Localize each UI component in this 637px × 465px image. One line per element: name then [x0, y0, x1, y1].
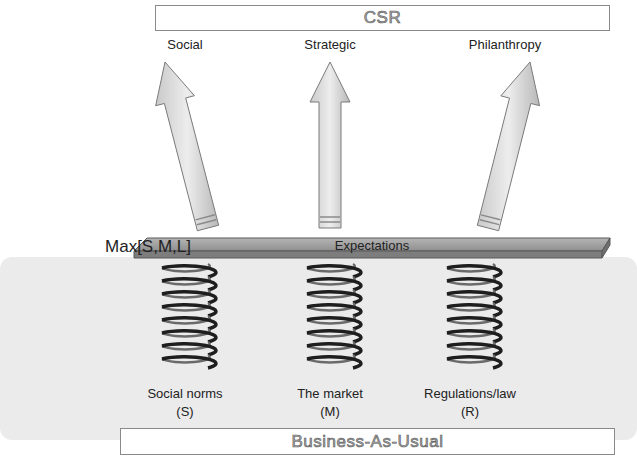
- expectations-platform: Expectations: [133, 237, 611, 258]
- spring-symbol: [162, 264, 216, 368]
- spring-label: The market: [297, 386, 363, 401]
- node-text: Business-As-Usual: [291, 432, 443, 452]
- category-label: Social: [167, 37, 202, 52]
- base-box: Business-As-Usual: [120, 428, 615, 455]
- spring-label: Social norms: [147, 386, 222, 401]
- symbol-label: (M): [320, 404, 340, 419]
- arrow-stripe: [480, 215, 501, 225]
- node-text: CSR: [364, 8, 401, 28]
- max-formula: Max[S,M,L]: [105, 237, 191, 257]
- symbol-label: (R): [461, 404, 479, 419]
- shaded-region: [0, 257, 637, 440]
- block-arrow: [477, 62, 539, 231]
- spring-symbol: [447, 264, 501, 368]
- block-arrow: [156, 62, 219, 231]
- title-box: CSR: [155, 5, 610, 31]
- arrow-stripe: [320, 217, 340, 222]
- category-label: Philanthropy: [469, 37, 541, 52]
- node-text: Expectations: [335, 238, 409, 253]
- spring-label: Regulations/law: [424, 386, 516, 401]
- category-label: Strategic: [304, 37, 355, 52]
- arrow-stripe: [196, 215, 217, 225]
- spring-symbol: [307, 264, 361, 368]
- symbol-label: (S): [176, 404, 193, 419]
- block-arrow: [310, 62, 350, 228]
